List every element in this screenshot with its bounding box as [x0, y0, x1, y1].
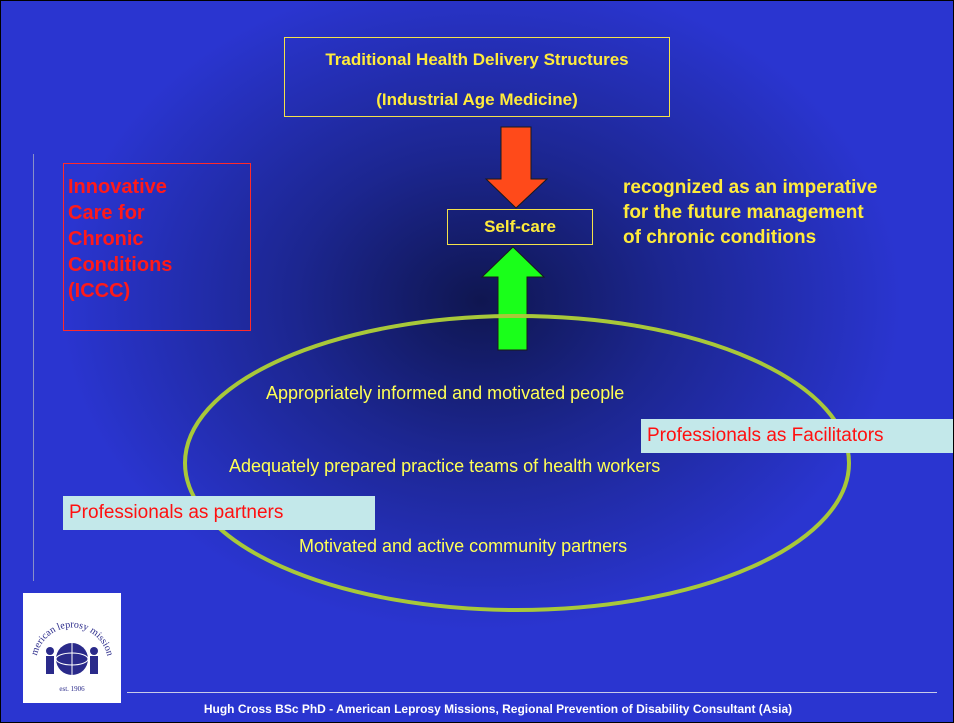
- practice-teams-text: Adequately prepared practice teams of he…: [229, 456, 661, 476]
- partners-tag: Professionals as partners: [63, 496, 375, 530]
- iccc-line: Conditions: [68, 254, 173, 276]
- imperative-line: recognized as an imperative: [623, 177, 878, 198]
- imperative-line: of chronic conditions: [623, 227, 817, 248]
- logo-est: est. 1906: [59, 685, 85, 693]
- self-care-box: Self-care: [447, 209, 593, 245]
- footer-credit: Hugh Cross BSc PhD - American Leprosy Mi…: [203, 702, 793, 716]
- footer-divider: [127, 692, 937, 693]
- community-ellipse: [183, 314, 851, 612]
- informed-people-text: Appropriately informed and motivated peo…: [266, 383, 625, 403]
- industrial-age-subtitle: (Industrial Age Medicine): [376, 90, 578, 109]
- traditional-structures-title: Traditional Health Delivery Structures: [325, 50, 629, 69]
- arrow-down-icon: [484, 126, 549, 209]
- imperative-line: for the future management: [623, 202, 864, 223]
- iccc-box: Innovative Care for Chronic Conditions (…: [63, 163, 251, 331]
- iccc-line: Care for: [68, 202, 145, 224]
- arrow-up-icon: [480, 246, 546, 351]
- community-partners-text: Motivated and active community partners: [299, 536, 628, 556]
- left-divider: [33, 154, 34, 581]
- organization-logo: american leprosy missions est. 1906: [21, 585, 121, 703]
- iccc-line: Innovative: [68, 176, 167, 198]
- facilitators-tag: Professionals as Facilitators: [641, 419, 953, 453]
- imperative-note: recognized as an imperative for the futu…: [623, 175, 953, 250]
- iccc-line: (ICCC): [68, 280, 131, 302]
- iccc-line: Chronic: [68, 228, 144, 250]
- traditional-structures-box: Traditional Health Delivery Structures (…: [284, 37, 670, 117]
- globe-people-logo-icon: american leprosy missions est. 1906: [21, 585, 115, 693]
